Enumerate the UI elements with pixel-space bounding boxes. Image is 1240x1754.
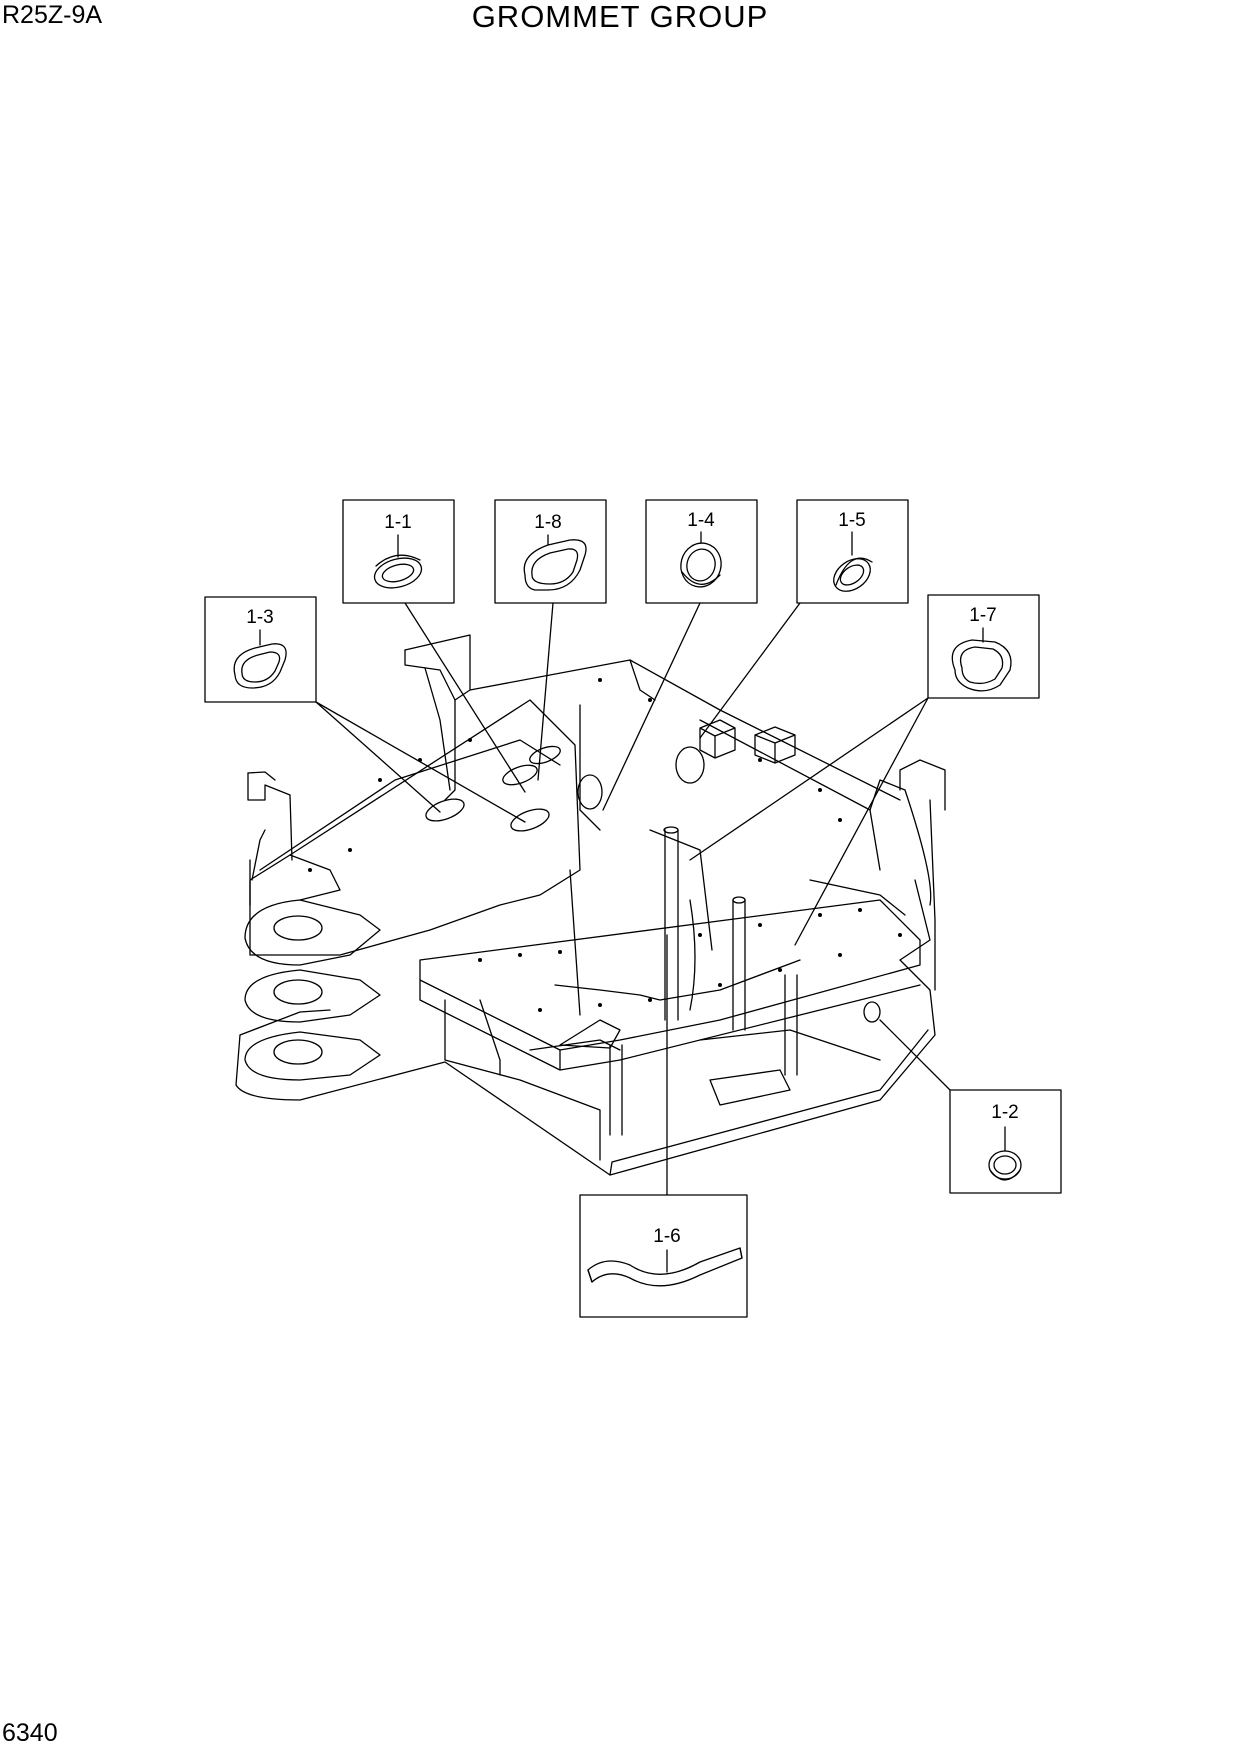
callout-label-1-4: 1-4 — [687, 510, 715, 531]
grommet-1-4-icon — [680, 542, 722, 588]
callout-label-1-6: 1-6 — [653, 1226, 680, 1247]
callout-label-1-3: 1-3 — [246, 607, 273, 628]
grommet-1-8-icon — [523, 539, 587, 591]
callout-label-1-1: 1-1 — [384, 512, 411, 533]
page-title: GROMMET GROUP — [471, 0, 769, 34]
callout-label-1-2: 1-2 — [991, 1102, 1018, 1123]
grommet-1-1-icon — [373, 554, 423, 589]
grommet-1-7-icon — [951, 639, 1012, 692]
grommet-1-5-icon — [833, 557, 873, 592]
callout-1-5 — [699, 499, 909, 739]
callout-1-6 — [579, 934, 748, 1318]
callout-label-1-8: 1-8 — [534, 512, 561, 533]
callout-label-1-5: 1-5 — [838, 510, 865, 531]
callout-1-2 — [879, 1019, 1062, 1194]
page-number: 6340 — [2, 1719, 58, 1747]
callout-1-3 — [204, 596, 526, 823]
grommet-1-3-icon — [233, 643, 287, 689]
grommet-1-2-icon — [988, 1150, 1022, 1181]
model-number: R25Z-9A — [2, 1, 103, 29]
edge-trim-1-6-icon — [587, 1247, 743, 1287]
callout-label-1-7: 1-7 — [969, 605, 996, 626]
upper-frame-assembly — [235, 634, 946, 1176]
callout-1-7 — [689, 594, 1040, 946]
callout-1-8 — [494, 499, 607, 781]
callout-1-4 — [602, 499, 758, 811]
callout-1-1 — [342, 499, 526, 793]
